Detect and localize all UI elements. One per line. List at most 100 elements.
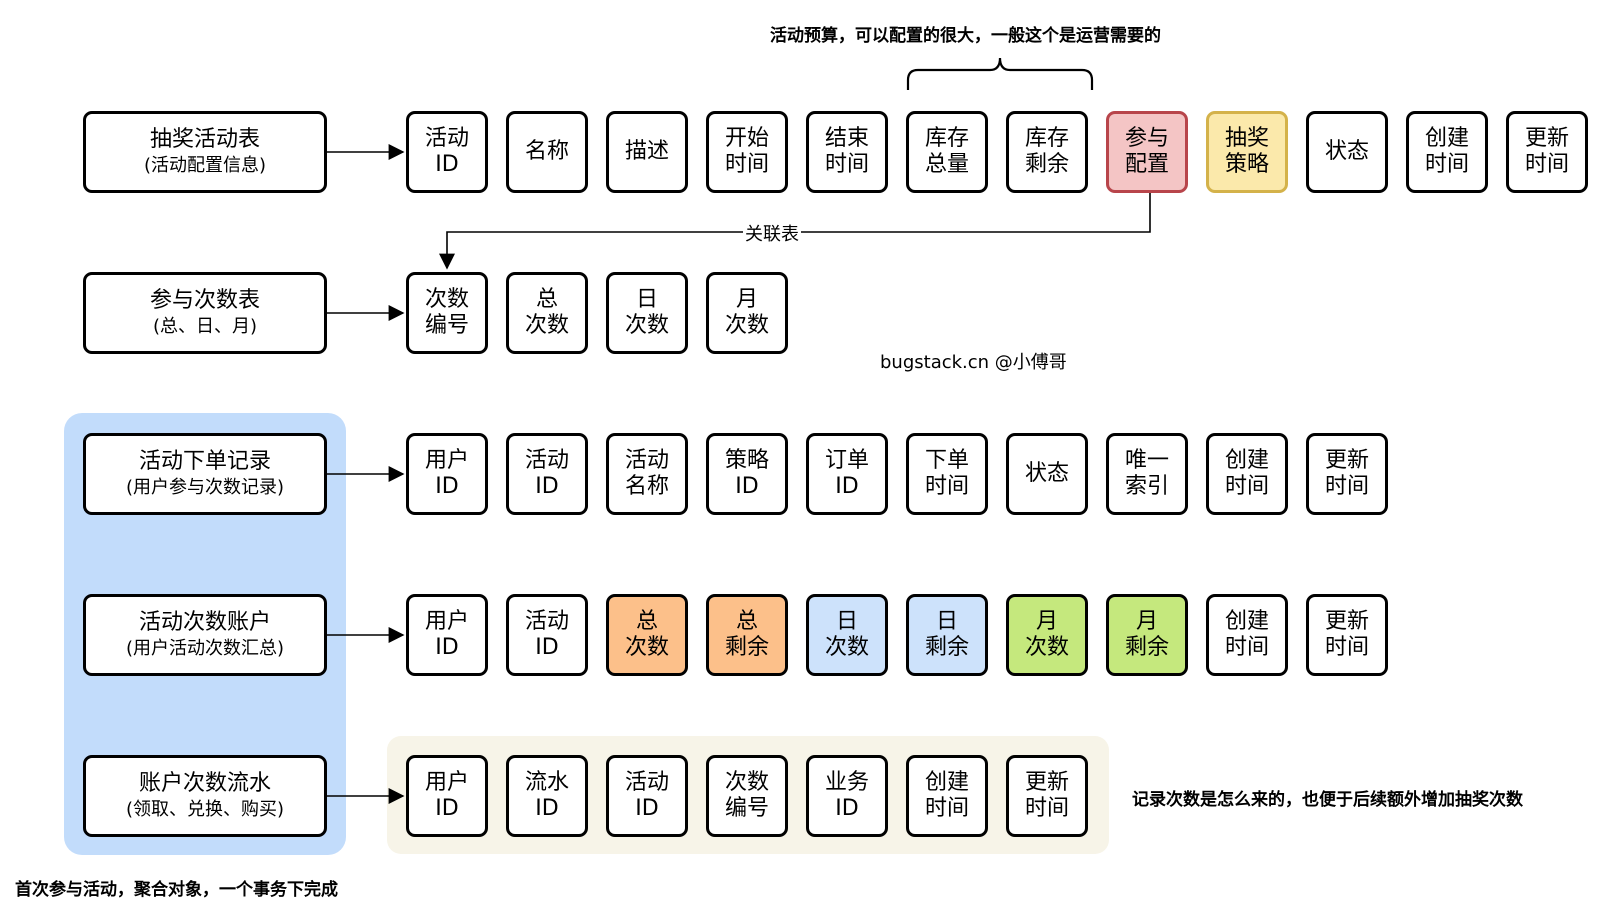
field-line: 用户 xyxy=(424,608,469,634)
field-line: ID xyxy=(435,474,459,499)
field-line: 活动 xyxy=(624,447,669,473)
field-cell-total-remaining: 总剩余 xyxy=(706,594,788,676)
table-title: 活动次数账户 xyxy=(138,610,271,635)
field-line: 月 xyxy=(735,286,758,312)
field-line: ID xyxy=(835,474,859,499)
field-line: 剩余 xyxy=(1024,152,1069,177)
field-cell: 日次数 xyxy=(606,272,688,354)
field-line: 时间 xyxy=(1224,635,1269,660)
field-cell: 状态 xyxy=(1306,111,1388,193)
field-cell: 库存剩余 xyxy=(1006,111,1088,193)
field-cell: 创建时间 xyxy=(906,755,988,837)
field-line: 时间 xyxy=(1524,152,1569,177)
field-line: 次数 xyxy=(624,635,669,660)
field-line: 总 xyxy=(635,608,658,634)
relation-label: 关联表 xyxy=(743,220,801,246)
field-line: 时间 xyxy=(1224,474,1269,499)
field-line: 时间 xyxy=(724,152,769,177)
field-cell: 创建时间 xyxy=(1206,594,1288,676)
field-line: 策略 xyxy=(724,447,769,473)
table-count-account: 活动次数账户 (用户活动次数汇总) xyxy=(83,594,327,676)
table-subtitle: (总、日、月) xyxy=(152,316,258,338)
field-line: 下单 xyxy=(924,447,969,473)
field-cell: 月次数 xyxy=(706,272,788,354)
field-cell: 创建时间 xyxy=(1206,433,1288,515)
field-line: ID xyxy=(735,474,759,499)
field-line: 创建 xyxy=(1224,608,1269,634)
field-line: 剩余 xyxy=(1124,635,1169,660)
field-cell: 更新时间 xyxy=(1506,111,1588,193)
field-line: 月 xyxy=(1135,608,1158,634)
field-cell: 下单时间 xyxy=(906,433,988,515)
field-line: 更新 xyxy=(1324,608,1369,634)
field-line: 时间 xyxy=(1424,152,1469,177)
field-line: ID xyxy=(435,152,459,177)
field-line: 日 xyxy=(635,286,658,312)
field-line: 参与 xyxy=(1124,125,1169,151)
field-cell-day-count: 日次数 xyxy=(806,594,888,676)
budget-brace xyxy=(906,57,1094,90)
field-cell-month-remaining: 月剩余 xyxy=(1106,594,1188,676)
field-line: 次数 xyxy=(624,313,669,338)
field-cell: 库存总量 xyxy=(906,111,988,193)
field-line: 库存 xyxy=(924,125,969,151)
field-line: 开始 xyxy=(724,125,769,151)
field-line: 描述 xyxy=(624,138,669,164)
aggregate-note: 首次参与活动，聚合对象，一个事务下完成 xyxy=(15,880,338,900)
field-line: 用户 xyxy=(424,769,469,795)
field-cell: 次数编号 xyxy=(406,272,488,354)
field-line: 业务 xyxy=(824,769,869,795)
field-line: 时间 xyxy=(824,152,869,177)
field-line: 更新 xyxy=(1324,447,1369,473)
field-line: 更新 xyxy=(1524,125,1569,151)
field-line: 时间 xyxy=(1024,796,1069,821)
field-cell: 状态 xyxy=(1006,433,1088,515)
field-cell: 更新时间 xyxy=(1006,755,1088,837)
field-cell: 结束时间 xyxy=(806,111,888,193)
table-title: 活动下单记录 xyxy=(138,449,271,474)
field-line: 唯一 xyxy=(1124,447,1169,473)
field-cell: 活动名称 xyxy=(606,433,688,515)
table-subtitle: (活动配置信息) xyxy=(143,155,267,177)
field-line: 次数 xyxy=(824,635,869,660)
field-line: ID xyxy=(435,796,459,821)
field-line: 状态 xyxy=(1324,138,1369,164)
field-line: 时间 xyxy=(1324,635,1369,660)
table-title: 参与次数表 xyxy=(149,288,260,313)
field-line: 剩余 xyxy=(924,635,969,660)
field-line: 次数 xyxy=(424,286,469,312)
field-line: 次数 xyxy=(524,313,569,338)
field-line: 创建 xyxy=(924,769,969,795)
field-line: 时间 xyxy=(924,474,969,499)
table-title: 账户次数流水 xyxy=(138,771,271,796)
table-subtitle: (用户活动次数汇总) xyxy=(125,638,285,660)
field-line: 活动 xyxy=(524,447,569,473)
field-line: 剩余 xyxy=(724,635,769,660)
field-line: 更新 xyxy=(1024,769,1069,795)
field-cell: 描述 xyxy=(606,111,688,193)
field-line: 时间 xyxy=(1324,474,1369,499)
field-cell: 更新时间 xyxy=(1306,433,1388,515)
field-line: ID xyxy=(435,635,459,660)
field-line: 配置 xyxy=(1124,152,1169,177)
field-line: 库存 xyxy=(1024,125,1069,151)
field-cell: 创建时间 xyxy=(1406,111,1488,193)
field-line: 编号 xyxy=(424,313,469,338)
field-cell-total-count: 总次数 xyxy=(606,594,688,676)
table-account-flow: 账户次数流水 (领取、兑换、购买) xyxy=(83,755,327,837)
field-line: 日 xyxy=(935,608,958,634)
table-subtitle: (领取、兑换、购买) xyxy=(125,799,285,821)
field-line: 活动 xyxy=(424,125,469,151)
budget-note: 活动预算，可以配置的很大，一般这个是运营需要的 xyxy=(770,26,1161,46)
field-cell-month-count: 月次数 xyxy=(1006,594,1088,676)
field-line: 抽奖 xyxy=(1224,125,1269,151)
field-cell: 名称 xyxy=(506,111,588,193)
